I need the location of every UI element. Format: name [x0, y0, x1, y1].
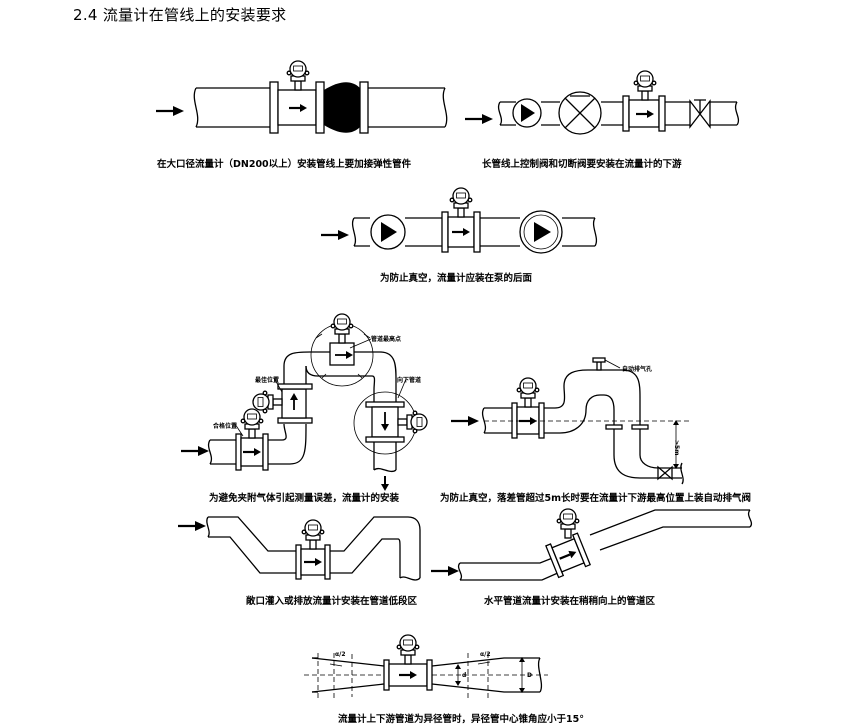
- flow-arrow-icon: [154, 104, 186, 118]
- flow-arrow-icon: [179, 444, 211, 458]
- caption-fig3: 为防止真空，流量计应装在泵的后面: [380, 273, 533, 284]
- fig7-upward-slope-diagram: [457, 508, 753, 581]
- flow-arrow-icon: [176, 519, 208, 533]
- caption-fig7: 水平管道流量计安装在稍稍向上的管道区: [484, 596, 656, 607]
- caption-fig8: 流量计上下游管道为异径管时，异径管中心锥角应小于15°: [338, 714, 584, 725]
- caption-fig6: 敞口灌入或排放流量计安装在管道低段区: [246, 596, 418, 607]
- flow-arrow-icon: [429, 564, 461, 578]
- label-half-angle-left: α/2: [335, 651, 346, 658]
- label-height-5m: >5m: [673, 440, 680, 456]
- fig8-reducer-diagram: [304, 634, 548, 698]
- fig1-elastic-joint-diagram: [154, 60, 448, 134]
- label-large-diameter: D: [527, 672, 532, 679]
- fig5-auto-vent-diagram: [449, 357, 690, 485]
- section-title: 2.4 流量计在管线上的安装要求: [73, 6, 287, 24]
- label-half-angle-right: α/2: [480, 651, 491, 658]
- caption-fig2: 长管线上控制阀和切断阀要安装在流量计的下游: [482, 159, 682, 170]
- caption-fig5: 为防止真空，落差管超过5m长时要在流量计下游最高位置上装自动排气阀: [440, 493, 752, 504]
- fig4-avoid-air-diagram: [179, 313, 428, 491]
- label-down-pipe: 向下管道: [397, 377, 422, 384]
- fig3-pump-upstream-diagram: [319, 187, 598, 254]
- label-pipe-highest-point: 管道最高点: [371, 336, 402, 343]
- fig6-low-section-diagram: [176, 516, 461, 581]
- label-best-position: 最佳位置: [255, 377, 280, 384]
- label-small-diameter: d: [462, 672, 467, 679]
- flow-arrow-icon: [319, 228, 351, 242]
- flow-arrow-icon: [463, 112, 495, 126]
- flow-arrow-icon: [449, 414, 481, 428]
- label-acceptable-position: 合格位置: [213, 423, 238, 430]
- caption-fig1: 在大口径流量计（DN200以上）安装管线上要加接弹性管件: [157, 159, 412, 170]
- fig2-valve-downstream-diagram: [463, 70, 740, 135]
- label-auto-vent: 自动排气孔: [622, 366, 653, 373]
- gate-valve-icon: [657, 465, 673, 481]
- auto-vent-icon: [596, 361, 602, 371]
- caption-fig4: 为避免夹附气体引起测量误差，流量计的安装: [209, 493, 400, 504]
